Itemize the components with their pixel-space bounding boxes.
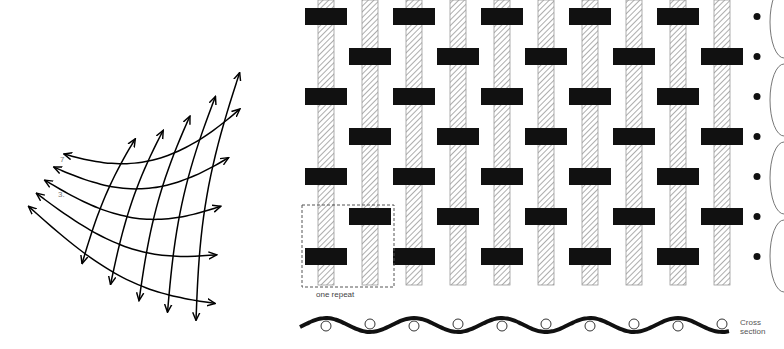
warp-section: [321, 321, 331, 331]
side-section: [770, 220, 784, 292]
grid-curve: [111, 130, 164, 284]
weft-yarn: [701, 128, 743, 145]
weft-wave: [300, 318, 729, 332]
warp-section: [497, 321, 507, 331]
weft-yarn: [305, 88, 347, 105]
cross-section: [300, 318, 729, 332]
grid-curve: [139, 116, 190, 301]
weft-yarn: [437, 48, 479, 65]
warp-yarn: [318, 0, 334, 285]
weft-yarn: [305, 168, 347, 185]
warp-section: [629, 319, 639, 329]
yarn-end-dot: [754, 133, 761, 140]
weft-yarn: [437, 208, 479, 225]
weft-yarn: [481, 8, 523, 25]
weft-yarn: [393, 248, 435, 265]
warp-yarn: [406, 0, 422, 285]
weft-yarn: [393, 88, 435, 105]
warp-section: [585, 321, 595, 331]
weft-yarn: [349, 208, 391, 225]
grid-curve: [196, 73, 240, 321]
section-label: Cross section: [740, 318, 782, 336]
weft-yarn: [525, 128, 567, 145]
plain-weave: [305, 0, 784, 292]
side-section: [770, 142, 784, 214]
warp-section: [365, 319, 375, 329]
yarn-end-dot: [754, 213, 761, 220]
warp-yarn: [582, 0, 598, 285]
warp-yarn: [670, 0, 686, 285]
weft-yarn: [569, 88, 611, 105]
weft-yarn: [481, 248, 523, 265]
weft-yarn: [569, 168, 611, 185]
surface-sketch: [28, 73, 240, 321]
warp-section: [717, 319, 727, 329]
weft-yarn: [393, 8, 435, 25]
weft-yarn: [349, 128, 391, 145]
weft-yarn: [437, 128, 479, 145]
grid-curve: [168, 96, 216, 312]
grid-curve: [36, 193, 216, 256]
weft-yarn: [613, 128, 655, 145]
weft-yarn: [657, 248, 699, 265]
weft-yarn: [701, 48, 743, 65]
yarn-end-dot: [754, 253, 761, 260]
yarn-end-dot: [754, 173, 761, 180]
weft-yarn: [569, 8, 611, 25]
weft-yarn: [569, 248, 611, 265]
caption-fragment: 7: [60, 155, 80, 164]
warp-section: [453, 319, 463, 329]
weft-yarn: [349, 48, 391, 65]
weft-yarn: [657, 168, 699, 185]
repeat-label: one repeat: [316, 290, 396, 299]
side-section: [770, 0, 784, 58]
yarn-end-dot: [754, 13, 761, 20]
warp-section: [673, 321, 683, 331]
weft-yarn: [525, 48, 567, 65]
warp-section: [409, 321, 419, 331]
grid-curve: [28, 206, 215, 303]
weft-yarn: [525, 208, 567, 225]
caption-fragment: 3.: [58, 190, 78, 199]
grid-curve: [64, 109, 240, 164]
weft-yarn: [481, 168, 523, 185]
side-section: [770, 64, 784, 136]
weft-yarn: [305, 8, 347, 25]
weft-yarn: [701, 208, 743, 225]
weft-yarn: [657, 88, 699, 105]
yarn-end-dot: [754, 93, 761, 100]
weft-yarn: [613, 208, 655, 225]
weft-yarn: [393, 168, 435, 185]
weft-yarn: [481, 88, 523, 105]
warp-section: [541, 319, 551, 329]
weft-yarn: [305, 248, 347, 265]
repeat-box: [302, 205, 394, 287]
warp-yarn: [494, 0, 510, 285]
weft-yarn: [613, 48, 655, 65]
weft-yarn: [657, 8, 699, 25]
grid-curve: [82, 139, 135, 264]
yarn-end-dot: [754, 53, 761, 60]
